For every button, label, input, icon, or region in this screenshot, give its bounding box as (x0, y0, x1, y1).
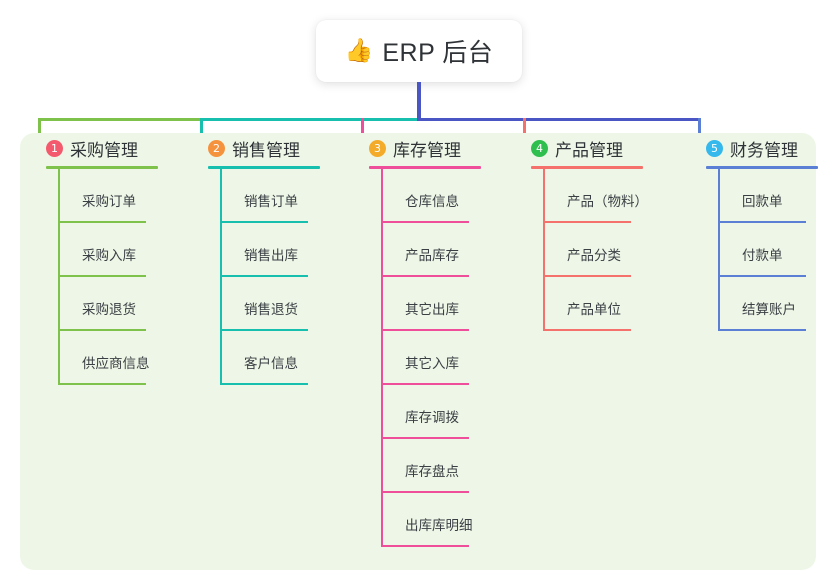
column-spine (543, 169, 545, 331)
list-item-underline (381, 221, 469, 223)
column-underline (531, 166, 643, 169)
bus-segment-indigo (417, 118, 701, 121)
list-item-underline (58, 383, 146, 385)
list-item-underline (381, 491, 469, 493)
list-item-underline (543, 221, 631, 223)
column-header-1[interactable]: 1 采购管理 (33, 133, 138, 163)
list-item-label: 供应商信息 (82, 356, 150, 371)
column-header-4[interactable]: 4 产品管理 (518, 133, 623, 163)
column-badge-icon: 5 (706, 139, 723, 157)
list-item-label: 产品（物料） (567, 194, 648, 209)
list-item-label: 库存盘点 (405, 464, 459, 479)
list-item-label: 采购退货 (82, 302, 136, 317)
column-title: 采购管理 (70, 140, 138, 160)
column-badge-icon: 2 (208, 139, 225, 157)
list-item-underline (381, 275, 469, 277)
list-item-underline (58, 275, 146, 277)
list-item-label: 产品库存 (405, 248, 459, 263)
list-item-label: 出库库明细 (405, 518, 473, 533)
column-badge-icon: 1 (46, 139, 63, 157)
column-1: 1 采购管理采购订单采购入库采购退货供应商信息 (33, 133, 158, 385)
list-item-underline (220, 221, 308, 223)
list-item-underline (543, 275, 631, 277)
column-underline (208, 166, 320, 169)
list-item-underline (718, 329, 806, 331)
list-item-underline (220, 329, 308, 331)
list-item-label: 其它出库 (405, 302, 459, 317)
column-spine (58, 169, 60, 385)
column-underline (46, 166, 158, 169)
list-item-label: 销售订单 (244, 194, 298, 209)
list-item-underline (381, 383, 469, 385)
list-item-label: 其它入库 (405, 356, 459, 371)
column-title: 产品管理 (555, 140, 623, 160)
root-stem-line (417, 82, 421, 121)
bus-segment-teal (200, 118, 421, 121)
column-header-2[interactable]: 2 销售管理 (195, 133, 300, 163)
list-item-label: 结算账户 (742, 302, 796, 317)
list-item-underline (381, 545, 469, 547)
column-3: 3 库存管理仓库信息产品库存其它出库其它入库库存调拨库存盘点出库库明细 (356, 133, 481, 547)
list-item-label: 仓库信息 (405, 194, 459, 209)
column-4: 4 产品管理产品（物料） 产品分类产品单位 (518, 133, 648, 331)
thumbs-up-icon: 👍 (344, 36, 374, 63)
list-item-underline (220, 383, 308, 385)
column-badge-icon: 4 (531, 139, 548, 157)
list-item-label: 产品单位 (567, 302, 621, 317)
list-item-label: 销售退货 (244, 302, 298, 317)
column-spine (381, 169, 383, 547)
column-underline (706, 166, 818, 169)
list-item-underline (381, 437, 469, 439)
list-item-label: 销售出库 (244, 248, 298, 263)
list-item-label: 回款单 (742, 194, 783, 209)
column-title: 销售管理 (232, 140, 300, 160)
column-title: 财务管理 (730, 140, 798, 160)
list-item-label: 产品分类 (567, 248, 621, 263)
column-spine (220, 169, 222, 385)
column-header-3[interactable]: 3 库存管理 (356, 133, 461, 163)
list-item-underline (58, 329, 146, 331)
column-spine (718, 169, 720, 331)
list-item-label: 库存调拨 (405, 410, 459, 425)
column-underline (369, 166, 481, 169)
list-item-label: 付款单 (742, 248, 783, 263)
list-item-underline (718, 275, 806, 277)
list-item-underline (58, 221, 146, 223)
column-badge-icon: 3 (369, 139, 386, 157)
column-header-5[interactable]: 5 财务管理 (693, 133, 798, 163)
root-node-card[interactable]: 👍 ERP 后台 (316, 20, 522, 82)
list-item-underline (543, 329, 631, 331)
list-item-label: 客户信息 (244, 356, 298, 371)
list-item-label: 采购入库 (82, 248, 136, 263)
list-item-label: 采购订单 (82, 194, 136, 209)
list-item-underline (381, 329, 469, 331)
bus-segment-green (38, 118, 203, 121)
column-2: 2 销售管理销售订单销售出库销售退货客户信息 (195, 133, 320, 385)
diagram-panel: 1 采购管理采购订单采购入库采购退货供应商信息 2 销售管理销售订单销售出库销售退货客… (20, 133, 818, 570)
column-5: 5 财务管理回款单付款单结算账户 (693, 133, 818, 331)
list-item-underline (718, 221, 806, 223)
page-title: ERP 后台 (382, 39, 494, 67)
list-item-underline (220, 275, 308, 277)
column-title: 库存管理 (393, 140, 461, 160)
